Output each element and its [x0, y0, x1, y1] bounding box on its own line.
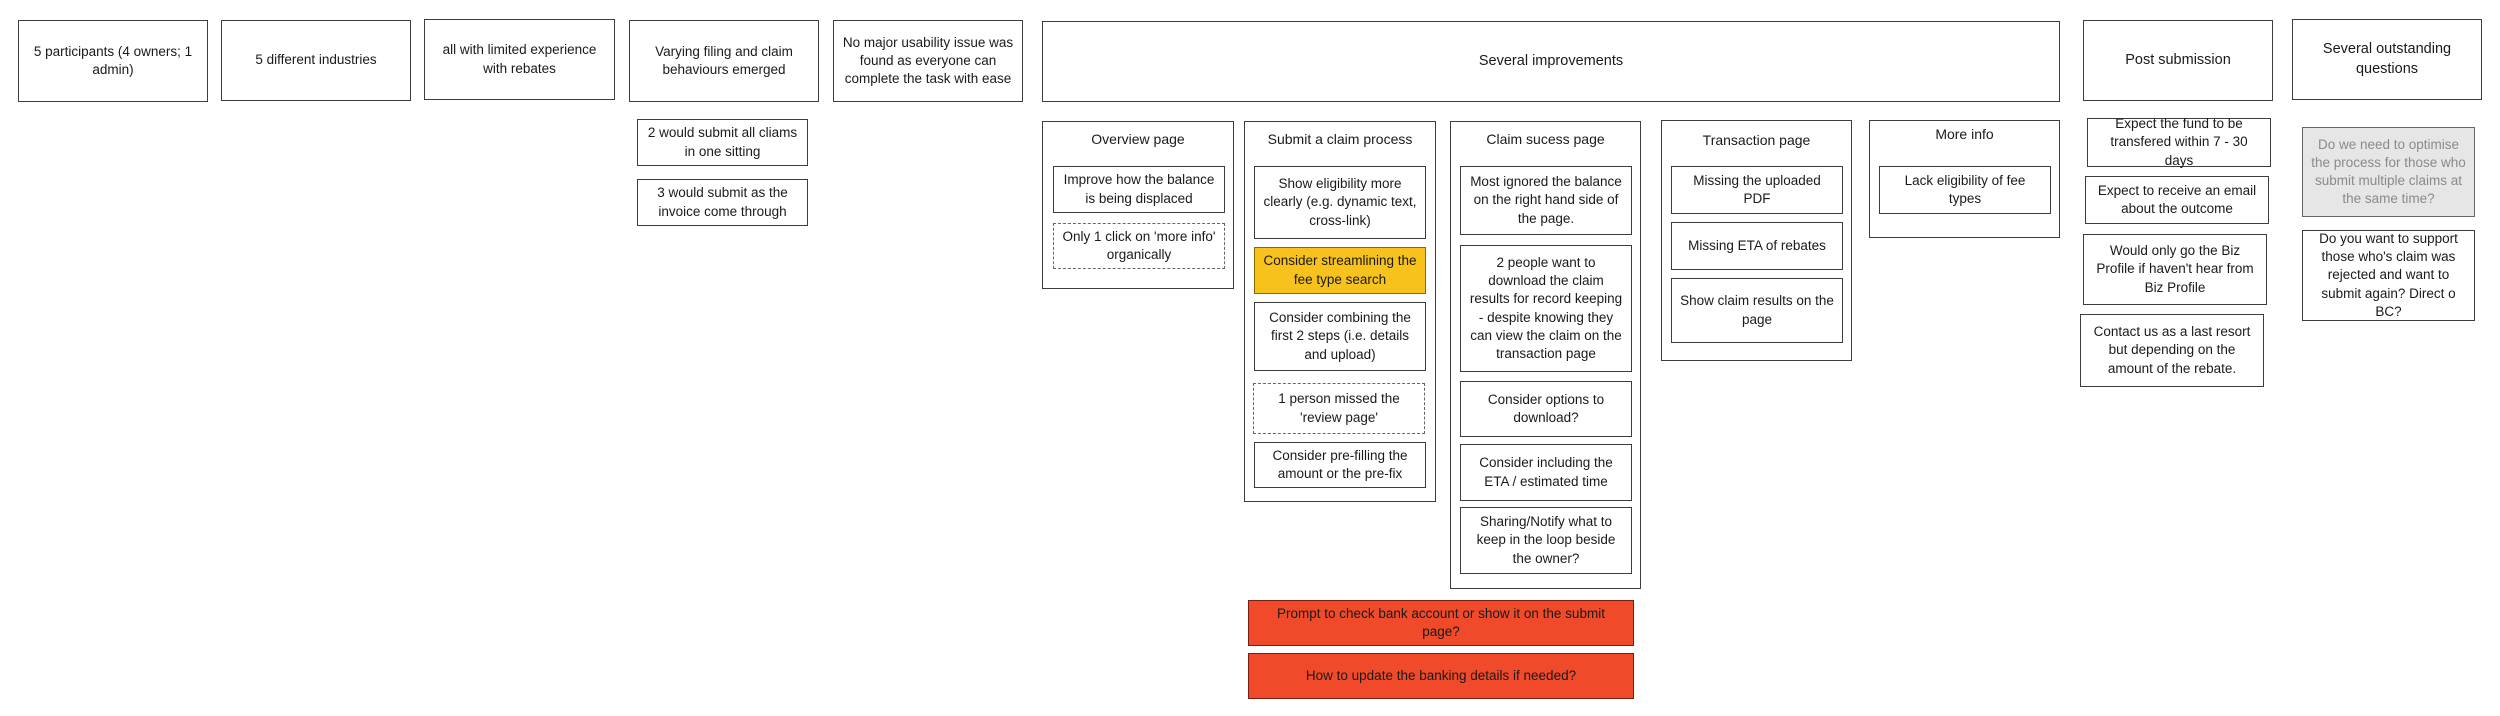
optimise-multiple-claims-note[interactable]: Do we need to optimise the process for t… — [2302, 127, 2475, 217]
lack-eligibility-note[interactable]: Lack eligibility of fee types — [1879, 166, 2051, 214]
eta-note[interactable]: Consider including the ETA / estimated t… — [1460, 444, 1632, 501]
missed-review-note[interactable]: 1 person missed the 'review page' — [1253, 383, 1425, 434]
submit-claim-title: Submit a claim process — [1267, 131, 1413, 147]
usability-note[interactable]: No major usability issue was found as ev… — [833, 20, 1023, 102]
overview-page-title: Overview page — [1091, 131, 1185, 147]
download-options-note[interactable]: Consider options to download? — [1460, 381, 1632, 437]
download-results-note[interactable]: 2 people want to download the claim resu… — [1460, 245, 1632, 372]
balance-display-note[interactable]: Improve how the balance is being displac… — [1053, 166, 1225, 213]
show-results-note[interactable]: Show claim results on the page — [1671, 278, 1843, 343]
sharing-note[interactable]: Sharing/Notify what to keep in the loop … — [1460, 507, 1632, 574]
streamline-fee-search-note[interactable]: Consider streamlining the fee type searc… — [1254, 247, 1426, 294]
prefill-note[interactable]: Consider pre-filling the amount or the p… — [1254, 442, 1426, 488]
participants-note[interactable]: 5 participants (4 owners; 1 admin) — [18, 20, 208, 102]
bank-account-prompt-note[interactable]: Prompt to check bank account or show it … — [1248, 600, 1634, 646]
contact-us-note[interactable]: Contact us as a last resort but dependin… — [2080, 314, 2264, 387]
fund-transfer-note[interactable]: Expect the fund to be transfered within … — [2087, 116, 2271, 168]
behaviours-note[interactable]: Varying filing and claim behaviours emer… — [629, 20, 819, 102]
missing-pdf-note[interactable]: Missing the uploaded PDF — [1671, 166, 1843, 214]
improvements-header[interactable]: Several improvements — [1042, 21, 2060, 102]
update-banking-note[interactable]: How to update the banking details if nee… — [1248, 653, 1634, 699]
as-invoice-note[interactable]: 3 would submit as the invoice come throu… — [637, 179, 808, 226]
experience-note[interactable]: all with limited experience with rebates — [424, 19, 615, 100]
outstanding-questions-header[interactable]: Several outstanding questions — [2292, 19, 2482, 100]
one-sitting-note[interactable]: 2 would submit all cliams in one sitting — [637, 119, 808, 166]
more-info-click-note[interactable]: Only 1 click on 'more info' organically — [1053, 223, 1225, 269]
rejected-claims-note[interactable]: Do you want to support those who's claim… — [2302, 230, 2475, 321]
industries-note[interactable]: 5 different industries — [221, 20, 411, 101]
email-outcome-note[interactable]: Expect to receive an email about the out… — [2085, 176, 2269, 224]
claim-success-title: Claim sucess page — [1486, 131, 1605, 147]
combine-steps-note[interactable]: Consider combining the first 2 steps (i.… — [1254, 302, 1426, 371]
eligibility-note[interactable]: Show eligibility more clearly (e.g. dyna… — [1254, 166, 1426, 239]
more-info-title: More info — [1935, 126, 1994, 142]
transaction-page-title: Transaction page — [1702, 132, 1811, 148]
missing-eta-note[interactable]: Missing ETA of rebates — [1671, 222, 1843, 270]
biz-profile-note[interactable]: Would only go the Biz Profile if haven't… — [2083, 234, 2267, 305]
ignored-balance-note[interactable]: Most ignored the balance on the right ha… — [1460, 166, 1632, 235]
post-submission-header[interactable]: Post submission — [2083, 20, 2273, 101]
